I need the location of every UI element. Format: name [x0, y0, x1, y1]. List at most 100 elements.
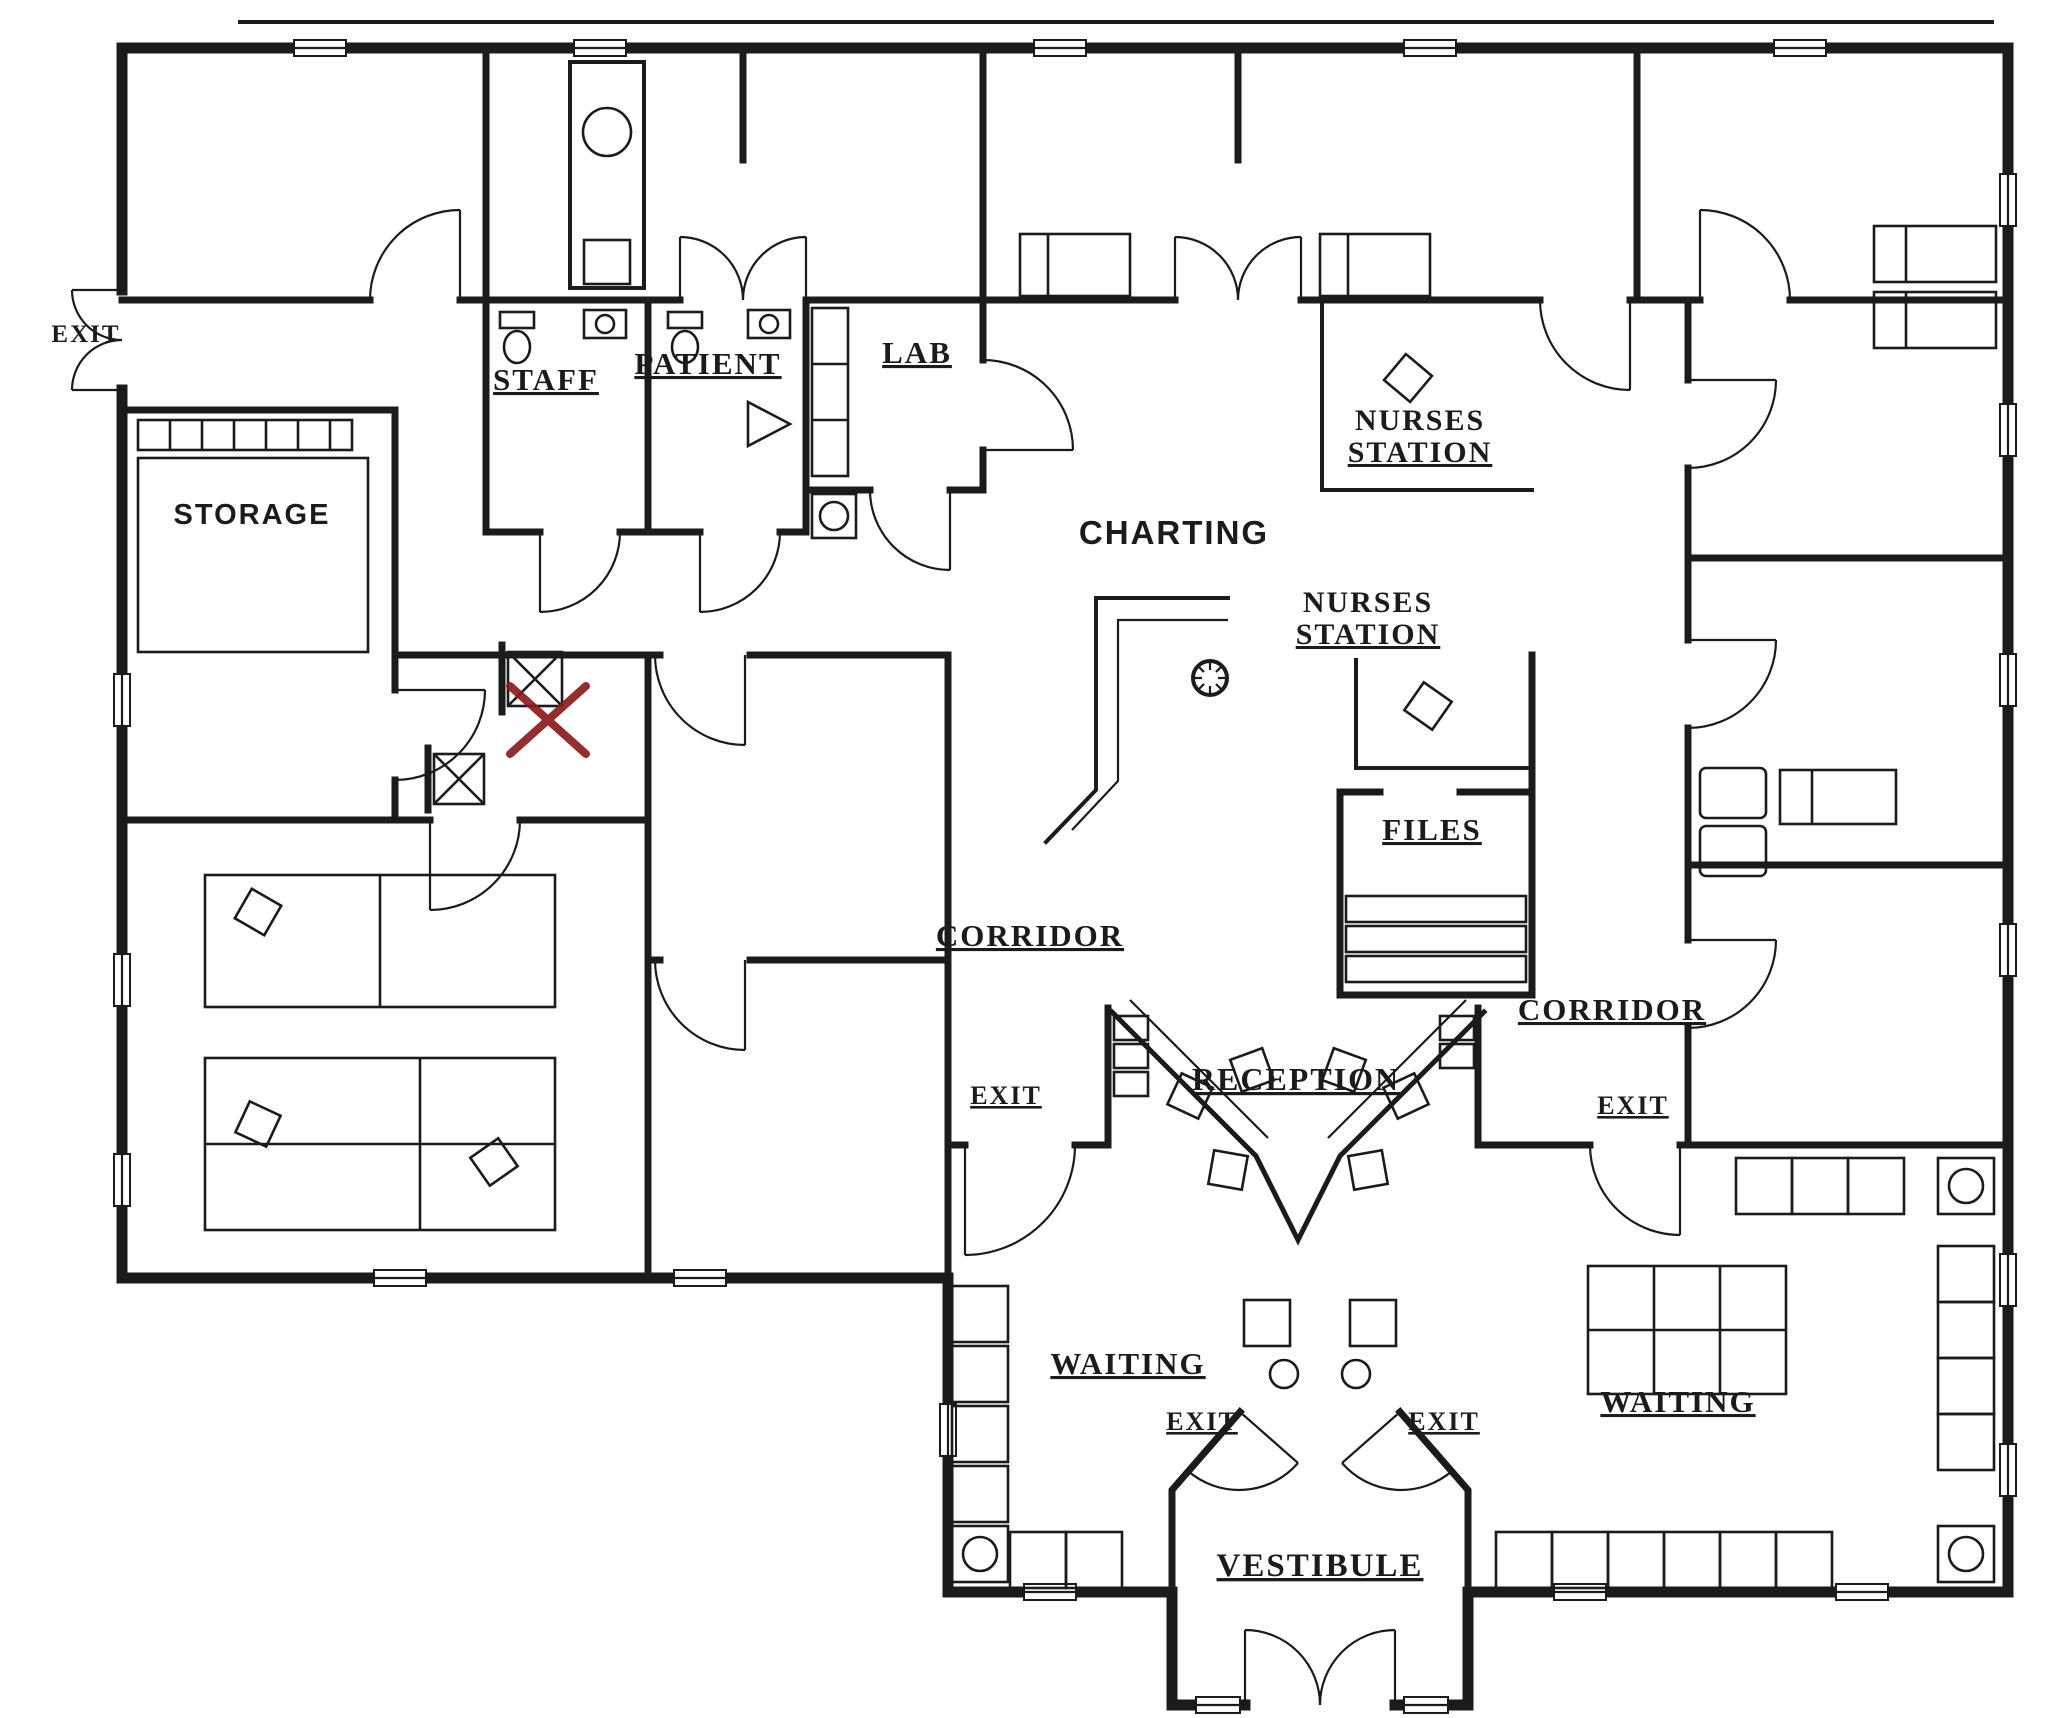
toilet-icon	[670, 329, 700, 365]
east-waiting-exit-door	[1588, 1144, 1682, 1237]
patient-toilet-fixtures	[666, 308, 792, 365]
label-nurses-station-north-line2: STATION	[1348, 436, 1493, 469]
bench-seat	[1008, 1530, 1068, 1590]
red-x-annotation	[506, 682, 590, 758]
bench-seat	[1936, 1524, 1996, 1584]
double-door	[1173, 235, 1303, 301]
room-labels: EXIT STAFF PATIENT LAB NURSES STATION CH…	[51, 321, 1755, 1584]
label-exit-east: EXIT	[1597, 1091, 1669, 1120]
bench-seat	[1936, 1156, 1996, 1216]
label-corridor-east: CORRIDOR	[1518, 992, 1706, 1027]
bench-seat	[1774, 1530, 1834, 1590]
chair	[233, 1099, 283, 1149]
side-table	[1242, 1298, 1292, 1348]
staff-toilet-door	[538, 531, 622, 614]
reception-counter	[1108, 999, 1488, 1246]
sink-icon	[582, 308, 628, 340]
label-nurses-station-center-line2: STATION	[1296, 618, 1441, 651]
bench-seat	[950, 1464, 1010, 1524]
label-storage: STORAGE	[174, 499, 331, 531]
cabinet	[582, 238, 632, 286]
door-symbol-icon	[746, 399, 793, 449]
stool	[1340, 1358, 1372, 1390]
lab-door	[868, 489, 952, 572]
sink-basin-icon	[758, 313, 780, 335]
label-reception: RECEPTION	[1192, 1061, 1400, 1097]
northwest-exit-door	[70, 288, 123, 392]
armchair	[1698, 766, 1768, 820]
windows	[113, 39, 2017, 1714]
plant-icon	[1947, 1535, 1985, 1573]
label-exit-northwest: EXIT	[51, 321, 120, 348]
west-waiting-exit-door	[963, 1144, 1077, 1257]
label-files: FILES	[1382, 812, 1482, 847]
patient-toilet-door	[698, 531, 782, 614]
east-room-furniture	[1698, 766, 1898, 878]
label-waiting-east: WAITING	[1600, 1384, 1755, 1419]
exam-table	[1018, 232, 1132, 298]
vestibule-entry-double-door	[1243, 1628, 1397, 1706]
east-room-doors	[1687, 378, 1778, 1030]
door-swings	[70, 208, 1792, 1706]
plant-icon	[1947, 1167, 1985, 1205]
vestibule-east-door	[1341, 1411, 1453, 1492]
label-lab: LAB	[882, 335, 952, 370]
bench-seat	[950, 1524, 1010, 1584]
office-equipment	[1112, 1070, 1150, 1098]
office-door	[428, 819, 522, 912]
interior-walls	[118, 44, 2012, 1596]
lab-side-door	[982, 358, 1075, 452]
room-door	[653, 654, 747, 747]
file-cabinet	[1344, 954, 1528, 984]
chair	[1382, 352, 1434, 404]
label-nurses-station-north-line1: NURSES	[1355, 404, 1485, 437]
label-patient: PATIENT	[634, 346, 781, 381]
sink-icon	[746, 308, 792, 340]
label-exit-west: EXIT	[970, 1081, 1042, 1110]
label-staff: STAFF	[493, 362, 599, 397]
label-corridor-west: CORRIDOR	[936, 918, 1124, 953]
bench-seat	[1936, 1356, 1996, 1416]
staff-toilet-fixtures	[498, 308, 628, 365]
armchair	[1698, 824, 1768, 878]
bench-seat	[1494, 1530, 1554, 1590]
fountain-basin-icon	[818, 500, 850, 532]
file-cabinet	[1344, 894, 1528, 924]
furniture	[136, 60, 1998, 1590]
crossed-box-icon	[432, 752, 486, 806]
bench-seat	[1790, 1156, 1850, 1216]
chair	[1381, 1071, 1431, 1121]
west-waiting-benches	[950, 1284, 1124, 1590]
double-door	[678, 235, 808, 301]
plant-icon	[961, 1535, 999, 1573]
bench-seat	[950, 1344, 1010, 1404]
bench-seat	[1936, 1412, 1996, 1472]
storage-shelf	[136, 418, 354, 452]
exam-table	[1318, 232, 1432, 298]
office-equipment	[1112, 1042, 1150, 1070]
clock-icon	[1191, 659, 1229, 697]
toilet-icon	[502, 329, 532, 365]
file-cabinets	[1344, 894, 1528, 984]
charting-east-door	[1538, 299, 1632, 392]
label-vestibule: VESTIBULE	[1217, 1548, 1424, 1584]
bench-seat	[950, 1404, 1010, 1464]
couch	[1872, 224, 1998, 284]
exam-table	[1778, 768, 1898, 826]
exam-room-door	[1698, 208, 1792, 301]
file-cabinet	[1344, 924, 1528, 954]
chair	[233, 887, 283, 937]
east-waiting-benches	[1494, 1156, 1996, 1590]
bench-seat	[1550, 1530, 1610, 1590]
bench-seat	[1846, 1156, 1906, 1216]
exam-room-door	[368, 208, 462, 301]
room-door	[653, 959, 747, 1052]
chair	[1165, 1071, 1215, 1121]
chair	[1228, 1046, 1276, 1094]
nurses-station-north-counter	[1320, 300, 1534, 492]
label-exit-south-west: EXIT	[1166, 1407, 1238, 1436]
label-waiting-west: WAITING	[1050, 1346, 1205, 1381]
waiting-divider-furniture	[1242, 1298, 1398, 1390]
bench-seat	[1936, 1300, 1996, 1360]
